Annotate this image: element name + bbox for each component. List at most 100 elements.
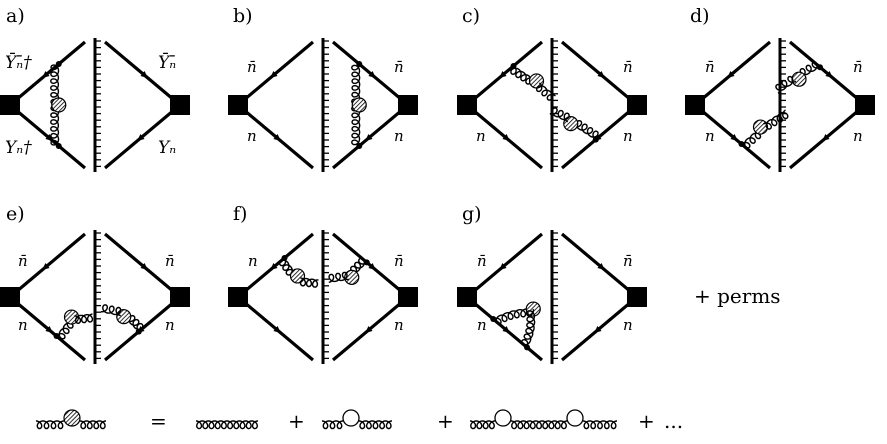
panel-g-line-bottom-left-arrow	[502, 326, 510, 334]
panel-d-line-bottom-left-arrow	[730, 134, 738, 142]
panel-a-gluon-blob	[51, 97, 67, 113]
panel-d-gluon-b-blob	[752, 119, 769, 135]
eq-two-loop-bubble-2	[566, 409, 584, 427]
panel-d-top-right-label: n̄	[853, 58, 863, 76]
panel-a-line-top-left-arrow	[42, 71, 50, 79]
panel-g-line-bottom-right-arrow	[594, 326, 602, 334]
panel-f-gluon-a	[278, 257, 295, 276]
plus-sign-1: +	[288, 409, 305, 433]
panel-a-line-bottom-left-arrow	[45, 134, 53, 142]
panel-f-gluon-b-blob	[344, 269, 360, 285]
panel-e-gluon-a-end	[74, 313, 94, 324]
panel-e-bottom-left-label: n	[18, 316, 28, 334]
panel-f-top-right-label: n̄	[394, 252, 404, 270]
panel-b-gluon-vertex-bottom	[356, 142, 363, 149]
panel-f-label: f)	[233, 203, 247, 225]
panel-d-gluon-a-blob	[791, 71, 807, 87]
panel-b-gluon-blob	[351, 97, 367, 113]
panel-a-bottom-right-label: Yₙ	[158, 138, 176, 158]
panel-f-gluon-a-end	[299, 277, 319, 288]
eq-two-loop-gluon-right	[583, 420, 617, 430]
eq-one-loop-bubble	[342, 409, 360, 427]
perms-text: + perms	[694, 284, 781, 308]
panel-c-gluon-b-end	[549, 107, 570, 123]
panel-e-label: e)	[6, 203, 25, 225]
panel-f-line-bottom-right-arrow	[365, 326, 373, 334]
eq-bare-gluon	[195, 420, 259, 430]
eq-one-loop-gluon-right	[359, 420, 392, 430]
panel-c-gluon-b-blob	[563, 116, 579, 132]
eq-one-loop-gluon-left	[322, 420, 343, 430]
panel-d-gluon-a	[799, 61, 821, 78]
panel-g-bottom-left-label: n	[477, 316, 487, 334]
panel-g-top-right-label: n̄	[623, 252, 633, 270]
panel-b-line-top-left-arrow	[270, 71, 278, 79]
panel-d-line-bottom-right-arrow	[822, 134, 830, 142]
eq-two-loop-gluon-mid	[511, 420, 567, 430]
panel-e-top-right-label: n̄	[165, 252, 175, 270]
panel-b-line-bottom-right-arrow	[365, 134, 373, 142]
panel-a-line-top-right-arrow	[140, 71, 148, 79]
panel-e-top-left-label: n̄	[18, 252, 28, 270]
panel-e-gluon-b-blob	[116, 309, 132, 325]
panel-c-line-top-right-arrow	[597, 71, 605, 79]
panel-b-label: b)	[233, 5, 253, 27]
panel-g-bottom-right-label: n	[623, 316, 633, 334]
panel-a-label: a)	[6, 5, 25, 27]
panel-c-gluon-a-end	[536, 82, 556, 101]
panel-f-line-bottom-left-arrow	[273, 326, 281, 334]
panel-b-top-right-label: n̄	[394, 58, 404, 76]
panel-f-gluon-a-blob	[289, 268, 306, 284]
panel-c-label: c)	[462, 5, 480, 27]
panel-a-top-right-label: Ȳₙ̄	[158, 52, 176, 73]
panel-a-bottom-left-label: Yₙ†	[5, 138, 32, 158]
panel-g-gluon-vertex-start	[490, 316, 497, 323]
panel-g-label: g)	[462, 203, 482, 225]
panel-d-bottom-right-label: n	[853, 127, 863, 145]
panel-f-top-left-label: n	[248, 252, 258, 270]
panel-d-bottom-left-label: n	[705, 127, 715, 145]
panel-b-line-bottom-left-arrow	[273, 134, 281, 142]
eq-two-loop-bubble-1	[494, 409, 512, 427]
plus-sign-3: +	[638, 409, 655, 433]
eq-dressed-gluon-blob	[63, 409, 81, 427]
panel-g-top-left-label: n̄	[477, 252, 487, 270]
panel-d-gluon-a-end	[775, 75, 797, 94]
panel-f-gluon-b-end	[328, 271, 349, 284]
panel-d-line-top-right-arrow	[825, 71, 833, 79]
ellipsis: ...	[664, 409, 683, 433]
panel-e-gluon-b-end	[100, 304, 122, 317]
panel-d-line-top-left-arrow	[727, 71, 735, 79]
panel-e-line-top-right-arrow	[140, 263, 148, 271]
panel-b-line-top-right-arrow	[368, 71, 376, 79]
eq-two-loop-gluon-left	[470, 420, 495, 430]
panel-f-line-top-right-arrow	[368, 263, 376, 271]
panel-b-top-left-label: n̄	[247, 58, 257, 76]
panel-e-line-bottom-left-arrow	[45, 326, 53, 334]
panel-a-line-bottom-right-arrow	[137, 134, 145, 142]
panel-g-gluon-blob	[525, 301, 541, 317]
panel-e-bottom-right-label: n	[165, 316, 175, 334]
panel-e-line-top-left-arrow	[42, 263, 50, 271]
panel-e-gluon-a	[55, 319, 74, 340]
panel-b-bottom-right-label: n	[394, 127, 404, 145]
panel-c-line-top-left-arrow	[499, 71, 507, 79]
panel-b-bottom-left-label: n	[247, 127, 257, 145]
panel-d-label: d)	[690, 5, 710, 27]
equals-sign: =	[150, 409, 167, 433]
panel-d-top-left-label: n̄	[705, 58, 715, 76]
panel-g-gluon-right	[521, 309, 536, 348]
panel-g-line-top-right-arrow	[597, 263, 605, 271]
panel-f-bottom-right-label: n	[394, 316, 404, 334]
panel-d-gluon-b-end	[763, 109, 789, 130]
eq-dressed-gluon-right	[80, 420, 106, 430]
panel-g-line-top-left-arrow	[499, 263, 507, 271]
panel-e-gluon-b	[126, 314, 144, 333]
dressed-propagator-equation	[36, 409, 617, 430]
panel-f-gluon-b	[350, 257, 368, 275]
panel-c-bottom-right-label: n	[623, 127, 633, 145]
eq-dressed-gluon-left	[36, 420, 64, 430]
panel-c-line-bottom-left-arrow	[502, 134, 510, 142]
panel-a-top-left-label: Ȳₙ̄†	[5, 52, 32, 73]
plus-sign-2: +	[437, 409, 454, 433]
